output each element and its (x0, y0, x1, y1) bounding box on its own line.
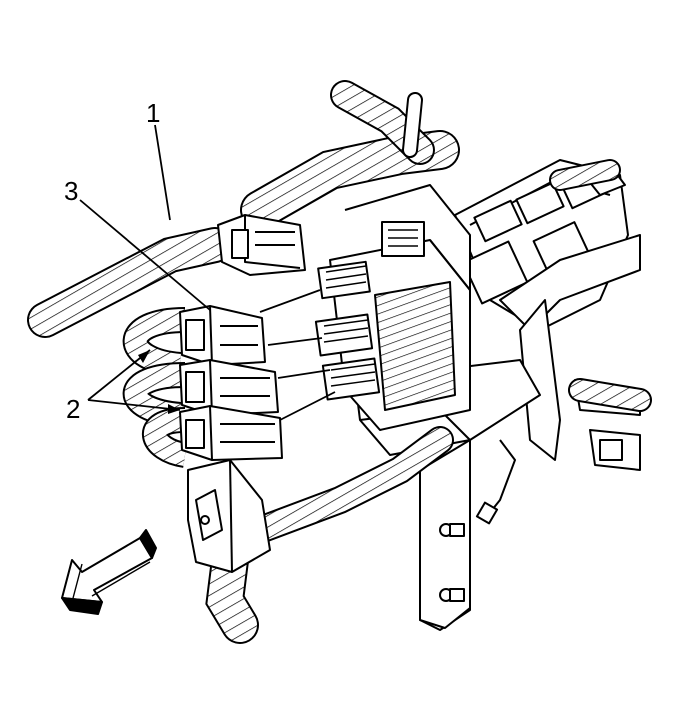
leader-arrowheads (138, 350, 180, 414)
callout-1: 1 (146, 98, 160, 128)
callout-2-leader-a (87, 349, 151, 401)
callout-2-leader-b (87, 399, 181, 411)
stacked-connector-3 (179, 405, 283, 461)
mounting-structure (344, 159, 641, 631)
control-module (314, 221, 471, 431)
callout-2: 2 (66, 394, 80, 424)
callout-3: 3 (64, 176, 78, 206)
leader-lines (79, 124, 336, 421)
stacked-connector-2 (179, 359, 279, 416)
callout-3-leader (79, 199, 211, 311)
harness-conduit (27, 80, 652, 644)
callout-1-leader (154, 124, 171, 221)
harness-connectors (179, 214, 306, 573)
forward-direction-arrow-icon (61, 529, 157, 615)
upper-connector (217, 214, 306, 276)
lower-inline-connector (187, 459, 271, 573)
stacked-connector-1 (179, 305, 266, 366)
